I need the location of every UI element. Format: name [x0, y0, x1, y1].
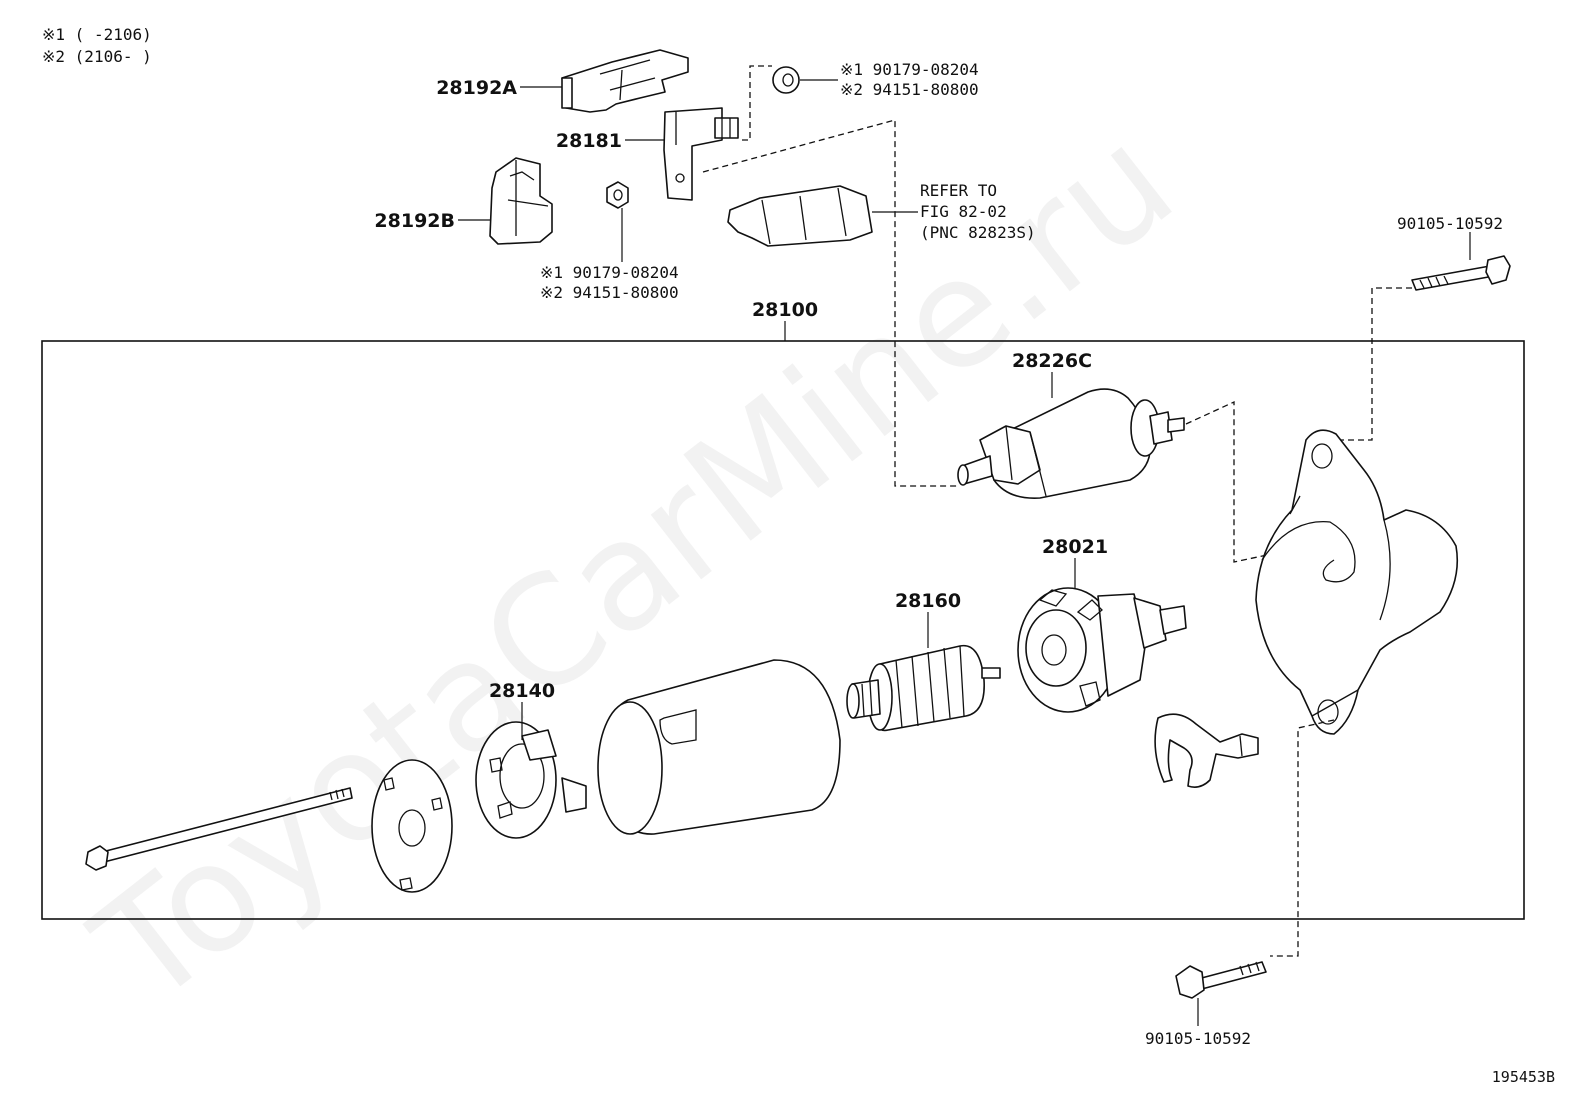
bolt-bottom[interactable]: [1175, 961, 1267, 999]
label-28140: 28140: [489, 680, 555, 702]
label-28192a: 28192A: [436, 77, 517, 99]
nut-top[interactable]: [772, 66, 800, 94]
nut-top-part-1: ※1 90179-08204: [840, 60, 979, 79]
drive-housing[interactable]: [1255, 429, 1459, 735]
label-28181: 28181: [556, 130, 622, 152]
bolt-top[interactable]: [1411, 255, 1511, 291]
end-cover[interactable]: [371, 759, 453, 893]
label-bolt-bottom: 90105-10592: [1145, 1029, 1251, 1048]
nut-mid-part-1: ※1 90179-08204: [540, 263, 679, 282]
refer-line-2: FIG 82-02: [920, 202, 1007, 221]
refer-line-3: (PNC 82823S): [920, 223, 1036, 242]
label-28160: 28160: [895, 590, 961, 612]
through-bolt[interactable]: [85, 787, 353, 871]
label-bolt-top: 90105-10592: [1397, 214, 1503, 233]
label-28100: 28100: [752, 299, 818, 321]
brush-plate-28140[interactable]: [475, 721, 587, 839]
brush-holder-28021[interactable]: [1017, 587, 1187, 713]
shift-lever[interactable]: [1154, 713, 1259, 788]
legend-note-2: ※2 (2106- ): [42, 47, 152, 66]
yoke-field-frame[interactable]: [597, 659, 841, 835]
cover-28192a[interactable]: [561, 49, 689, 113]
label-28226c: 28226C: [1012, 350, 1092, 372]
assembly-frame: [41, 340, 1525, 920]
armature-28160[interactable]: [846, 644, 1001, 732]
cover-28192b[interactable]: [489, 157, 553, 245]
wiring-boot[interactable]: [727, 185, 873, 247]
nut-top-part-2: ※2 94151-80800: [840, 80, 979, 99]
terminal-plate-28181[interactable]: [663, 107, 739, 201]
figure-id: 195453B: [1492, 1068, 1555, 1086]
label-28192b: 28192B: [374, 210, 455, 232]
legend-note-1: ※1 ( -2106): [42, 25, 152, 44]
refer-line-1: REFER TO: [920, 181, 997, 200]
nut-mid-part-2: ※2 94151-80800: [540, 283, 679, 302]
solenoid-28226c[interactable]: [957, 388, 1185, 499]
label-28021: 28021: [1042, 536, 1108, 558]
nut-middle[interactable]: [606, 181, 629, 209]
